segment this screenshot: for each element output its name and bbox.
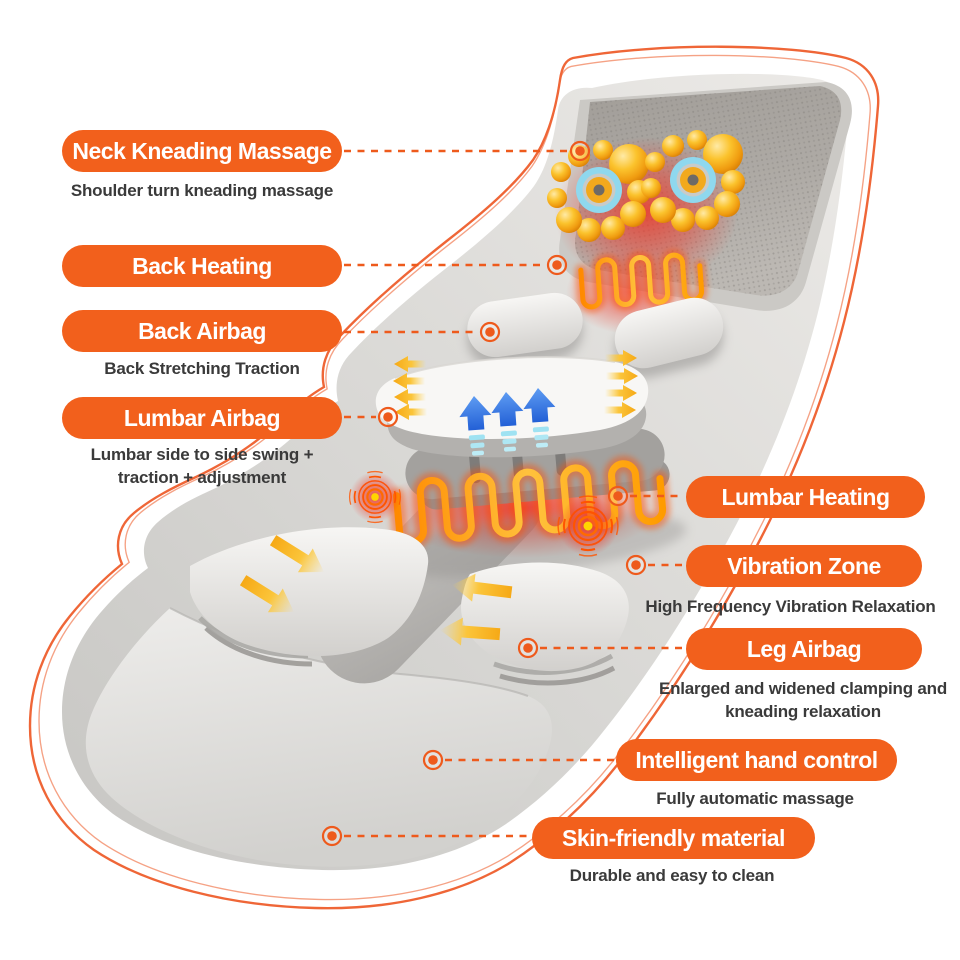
feature-description-leg-airbag: Enlarged and widened clamping and kneadi… [658,679,948,721]
vibration-waves-icon-right [556,494,620,558]
back-heating-coil-icon [574,249,708,313]
product-outline [28,45,880,910]
feature-pill-back-heating: Back Heating [62,245,342,287]
feature-pill-leg-airbag: Leg Airbag [686,628,922,670]
feature-pill-lumbar-airbag: Lumbar Airbag [62,397,342,439]
callout-marker-vibration-zone [625,554,647,576]
kneading-head-right [641,130,745,232]
feature-description-neck-kneading-massage: Shoulder turn kneading massage [70,181,334,200]
foot-pad [85,608,552,867]
callout-marker-back-heating [546,254,568,276]
callout-marker-back-airbag [479,321,501,343]
leg-airbag-left [190,527,429,667]
callout-marker-skin-friendly-material [321,825,343,847]
back-airbag-right [614,297,724,379]
callout-marker-lumbar-heating [607,485,629,507]
callout-marker-intelligent-hand-control [422,749,444,771]
callout-marker-leg-airbag [517,637,539,659]
lumbar-heating-coil-icon [388,455,671,551]
feature-description-vibration-zone: High Frequency Vibration Relaxation [645,597,936,616]
feature-description-lumbar-airbag: Lumbar side to side swing + traction + a… [90,445,314,487]
back-airbag-left [467,292,583,368]
feature-description-back-airbag: Back Stretching Traction [104,359,300,378]
feature-pill-neck-kneading-massage: Neck Kneading Massage [62,130,342,172]
callout-marker-neck-kneading-massage [569,140,591,162]
feature-pill-lumbar-heating: Lumbar Heating [686,476,925,518]
kneading-head-left [547,140,651,242]
feature-description-intelligent-hand-control: Fully automatic massage [656,789,854,808]
callout-marker-lumbar-airbag [377,406,399,428]
leg-airbag-right [439,562,629,686]
feature-pill-skin-friendly-material: Skin-friendly material [532,817,815,859]
feature-pill-back-airbag: Back Airbag [62,310,342,352]
lumbar-airbag-pillow [375,357,649,439]
feature-pill-intelligent-hand-control: Intelligent hand control [616,739,897,781]
feature-pill-vibration-zone: Vibration Zone [686,545,922,587]
feature-description-skin-friendly-material: Durable and easy to clean [569,866,775,885]
